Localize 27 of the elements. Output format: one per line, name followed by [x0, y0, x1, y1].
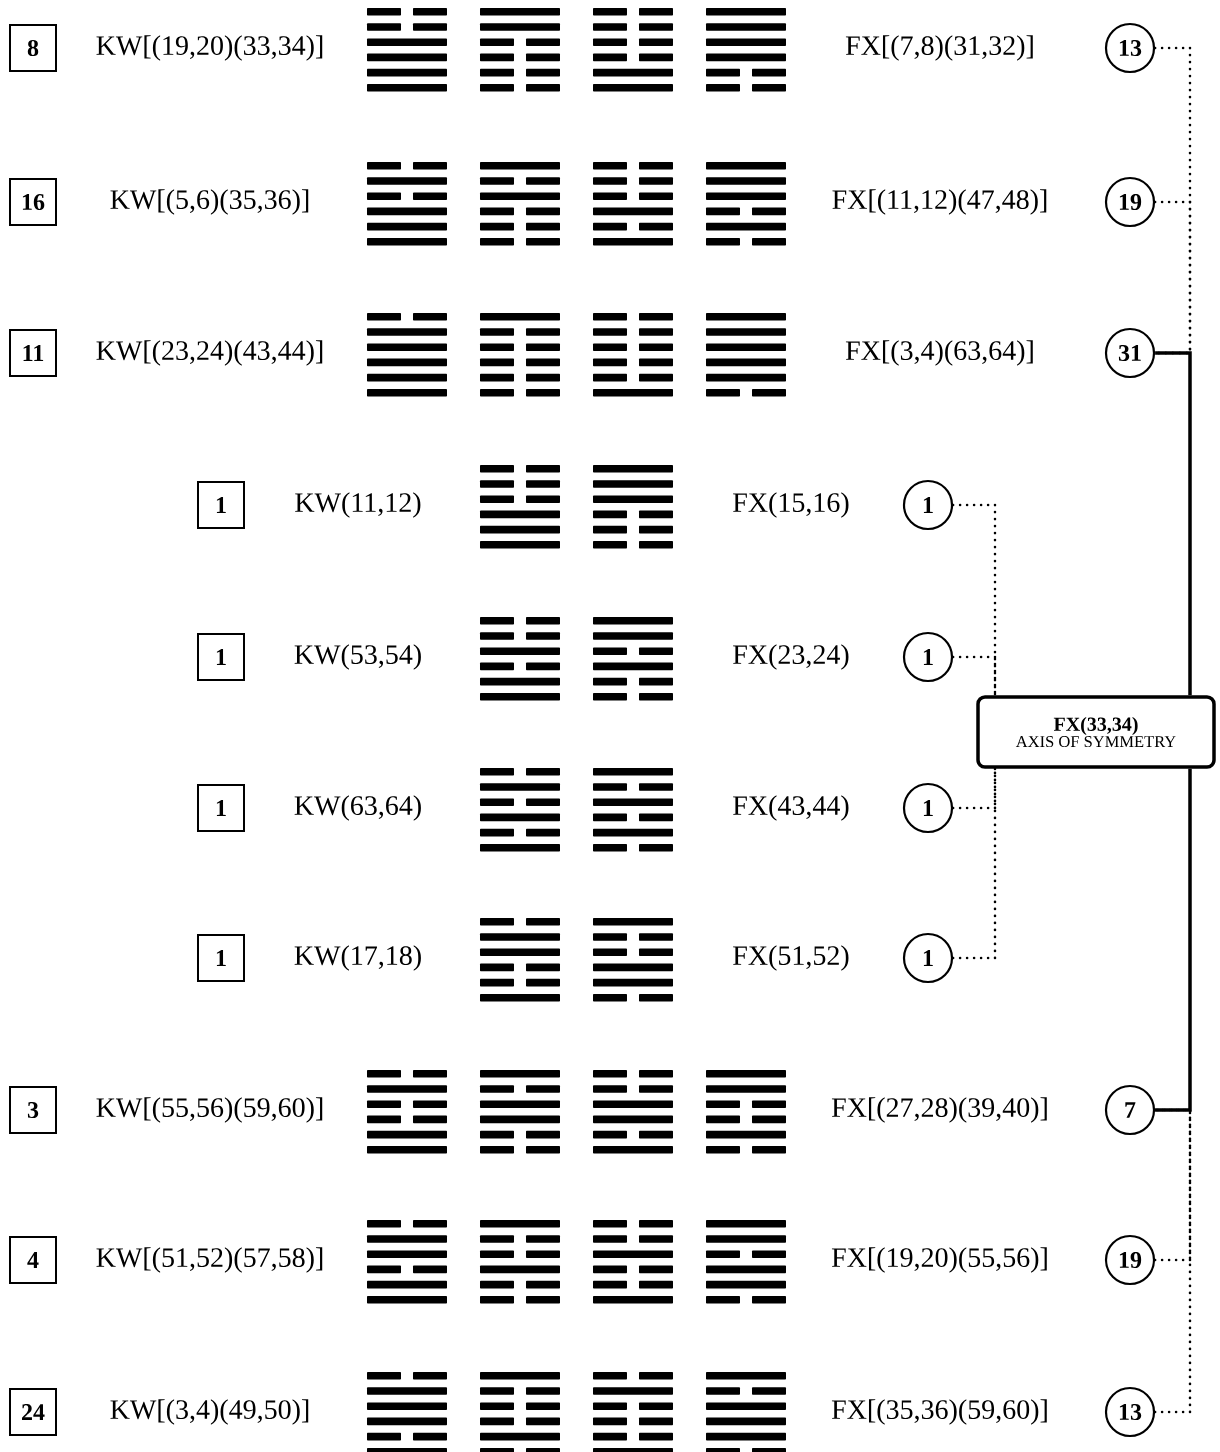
connector-line	[951, 767, 997, 960]
number-box: 24	[9, 1388, 57, 1436]
number-box: 16	[9, 178, 57, 226]
number-box: 4	[9, 1236, 57, 1284]
pair-label: FX[(7,8)(31,32)]	[845, 35, 1033, 61]
pair-label: KW[(3,4)(49,50)]	[110, 1399, 309, 1425]
connector-line	[951, 503, 997, 697]
pair-label: FX[(27,28)(39,40)]	[831, 1097, 1047, 1123]
connector-line	[1155, 351, 1192, 696]
number-box: 1	[197, 784, 245, 832]
connector-line	[1155, 768, 1192, 1112]
pair-label: KW[(55,56)(59,60)]	[96, 1097, 323, 1123]
number-box: 1	[197, 633, 245, 681]
number-box: 1	[197, 481, 245, 529]
pair-label: FX[(35,36)(59,60)]	[831, 1399, 1047, 1425]
pair-label: FX[(3,4)(63,64)]	[845, 340, 1033, 366]
pair-label: KW(17,18)	[294, 945, 421, 971]
number-box: 1	[197, 934, 245, 982]
pair-label: KW(63,64)	[294, 795, 421, 821]
pair-label: FX(43,44)	[733, 795, 849, 821]
pair-label: FX(51,52)	[733, 945, 849, 971]
number-box: 3	[9, 1086, 57, 1134]
number-box: 11	[9, 329, 57, 377]
pair-label: FX[(19,20)(55,56)]	[831, 1247, 1047, 1273]
pair-label: KW[(51,52)(57,58)]	[96, 1247, 323, 1273]
axis-box: FX(33,34) AXIS OF SYMMETRY	[976, 695, 1216, 769]
number-box: 8	[9, 24, 57, 72]
